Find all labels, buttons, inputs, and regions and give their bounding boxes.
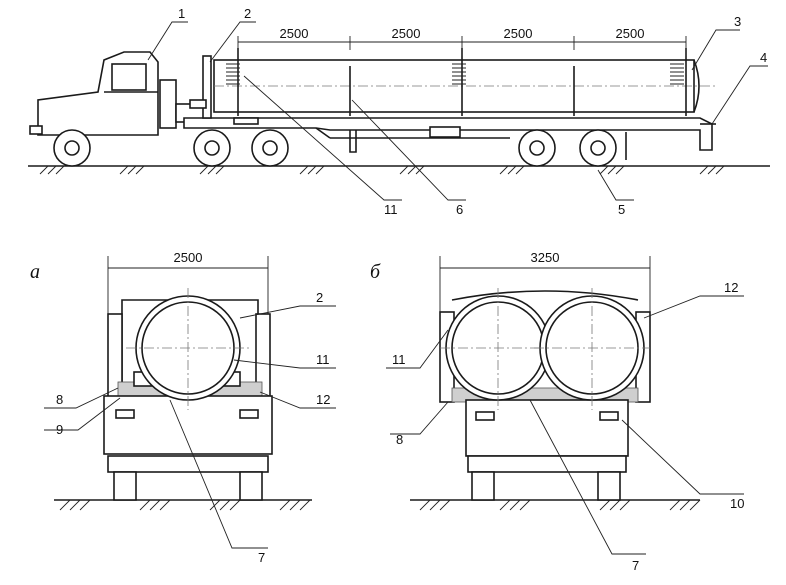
side-callout-leaders: [147, 21, 768, 201]
callout-2-side: 2: [244, 6, 251, 21]
callout-11-a: 11: [316, 352, 330, 367]
wheels: [53, 129, 617, 167]
stanchion-spacing-dimension: 2500 2500 2500 2500: [237, 26, 687, 56]
callout-7-a: 7: [258, 550, 265, 565]
pipe-b-right: [534, 288, 650, 410]
trailer-wheel-1: [518, 129, 556, 167]
callout-7-b: 7: [632, 558, 639, 573]
callout-leaders-a: [44, 305, 336, 549]
trailer-wheel-2: [579, 129, 617, 167]
spacing-label-1: 2500: [280, 26, 309, 41]
callout-2-a: 2: [316, 290, 323, 305]
semi-trailer-frame: [183, 117, 716, 160]
view-letter-a: а: [30, 261, 40, 283]
spacing-label-2: 2500: [392, 26, 421, 41]
callout-4: 4: [760, 50, 767, 65]
ground-hatching: [39, 165, 725, 175]
callout-11-b: 11: [392, 352, 406, 367]
callout-1: 1: [178, 6, 185, 21]
clamp-springs: [226, 63, 684, 85]
callout-9-a: 9: [56, 422, 63, 437]
spacing-label-4: 2500: [616, 26, 645, 41]
rear-view-a: а 2500: [30, 250, 336, 565]
callout-12-b: 12: [724, 280, 738, 295]
callout-5: 5: [618, 202, 625, 217]
front-bulkhead: [189, 55, 212, 119]
width-label-b: 3250: [531, 250, 560, 265]
callout-6: 6: [456, 202, 463, 217]
width-label-a: 2500: [174, 250, 203, 265]
drive-wheel-2: [251, 129, 289, 167]
view-letter-b: б: [370, 261, 381, 283]
drive-wheel-1: [193, 129, 231, 167]
callout-8-a: 8: [56, 392, 63, 407]
callout-3: 3: [734, 14, 741, 29]
callout-11-side: 11: [384, 202, 398, 217]
ground-hatching-b: [419, 499, 701, 511]
callout-12-a: 12: [316, 392, 330, 407]
pipe-a: [126, 288, 252, 410]
pipe-side: [213, 59, 718, 113]
callout-10-b: 10: [730, 496, 744, 511]
rear-view-b: б 3250: [370, 250, 744, 573]
stanchions-side: [237, 48, 687, 116]
tractor-cab: [29, 51, 205, 136]
side-view: 2500 2500 2500 2500 1 2 3 4 11 6 5: [28, 6, 770, 217]
callout-leaders-b: [386, 295, 744, 555]
front-wheel: [53, 129, 91, 167]
spacing-label-3: 2500: [504, 26, 533, 41]
callout-8-b: 8: [396, 432, 403, 447]
ground-hatching-a: [59, 499, 311, 511]
